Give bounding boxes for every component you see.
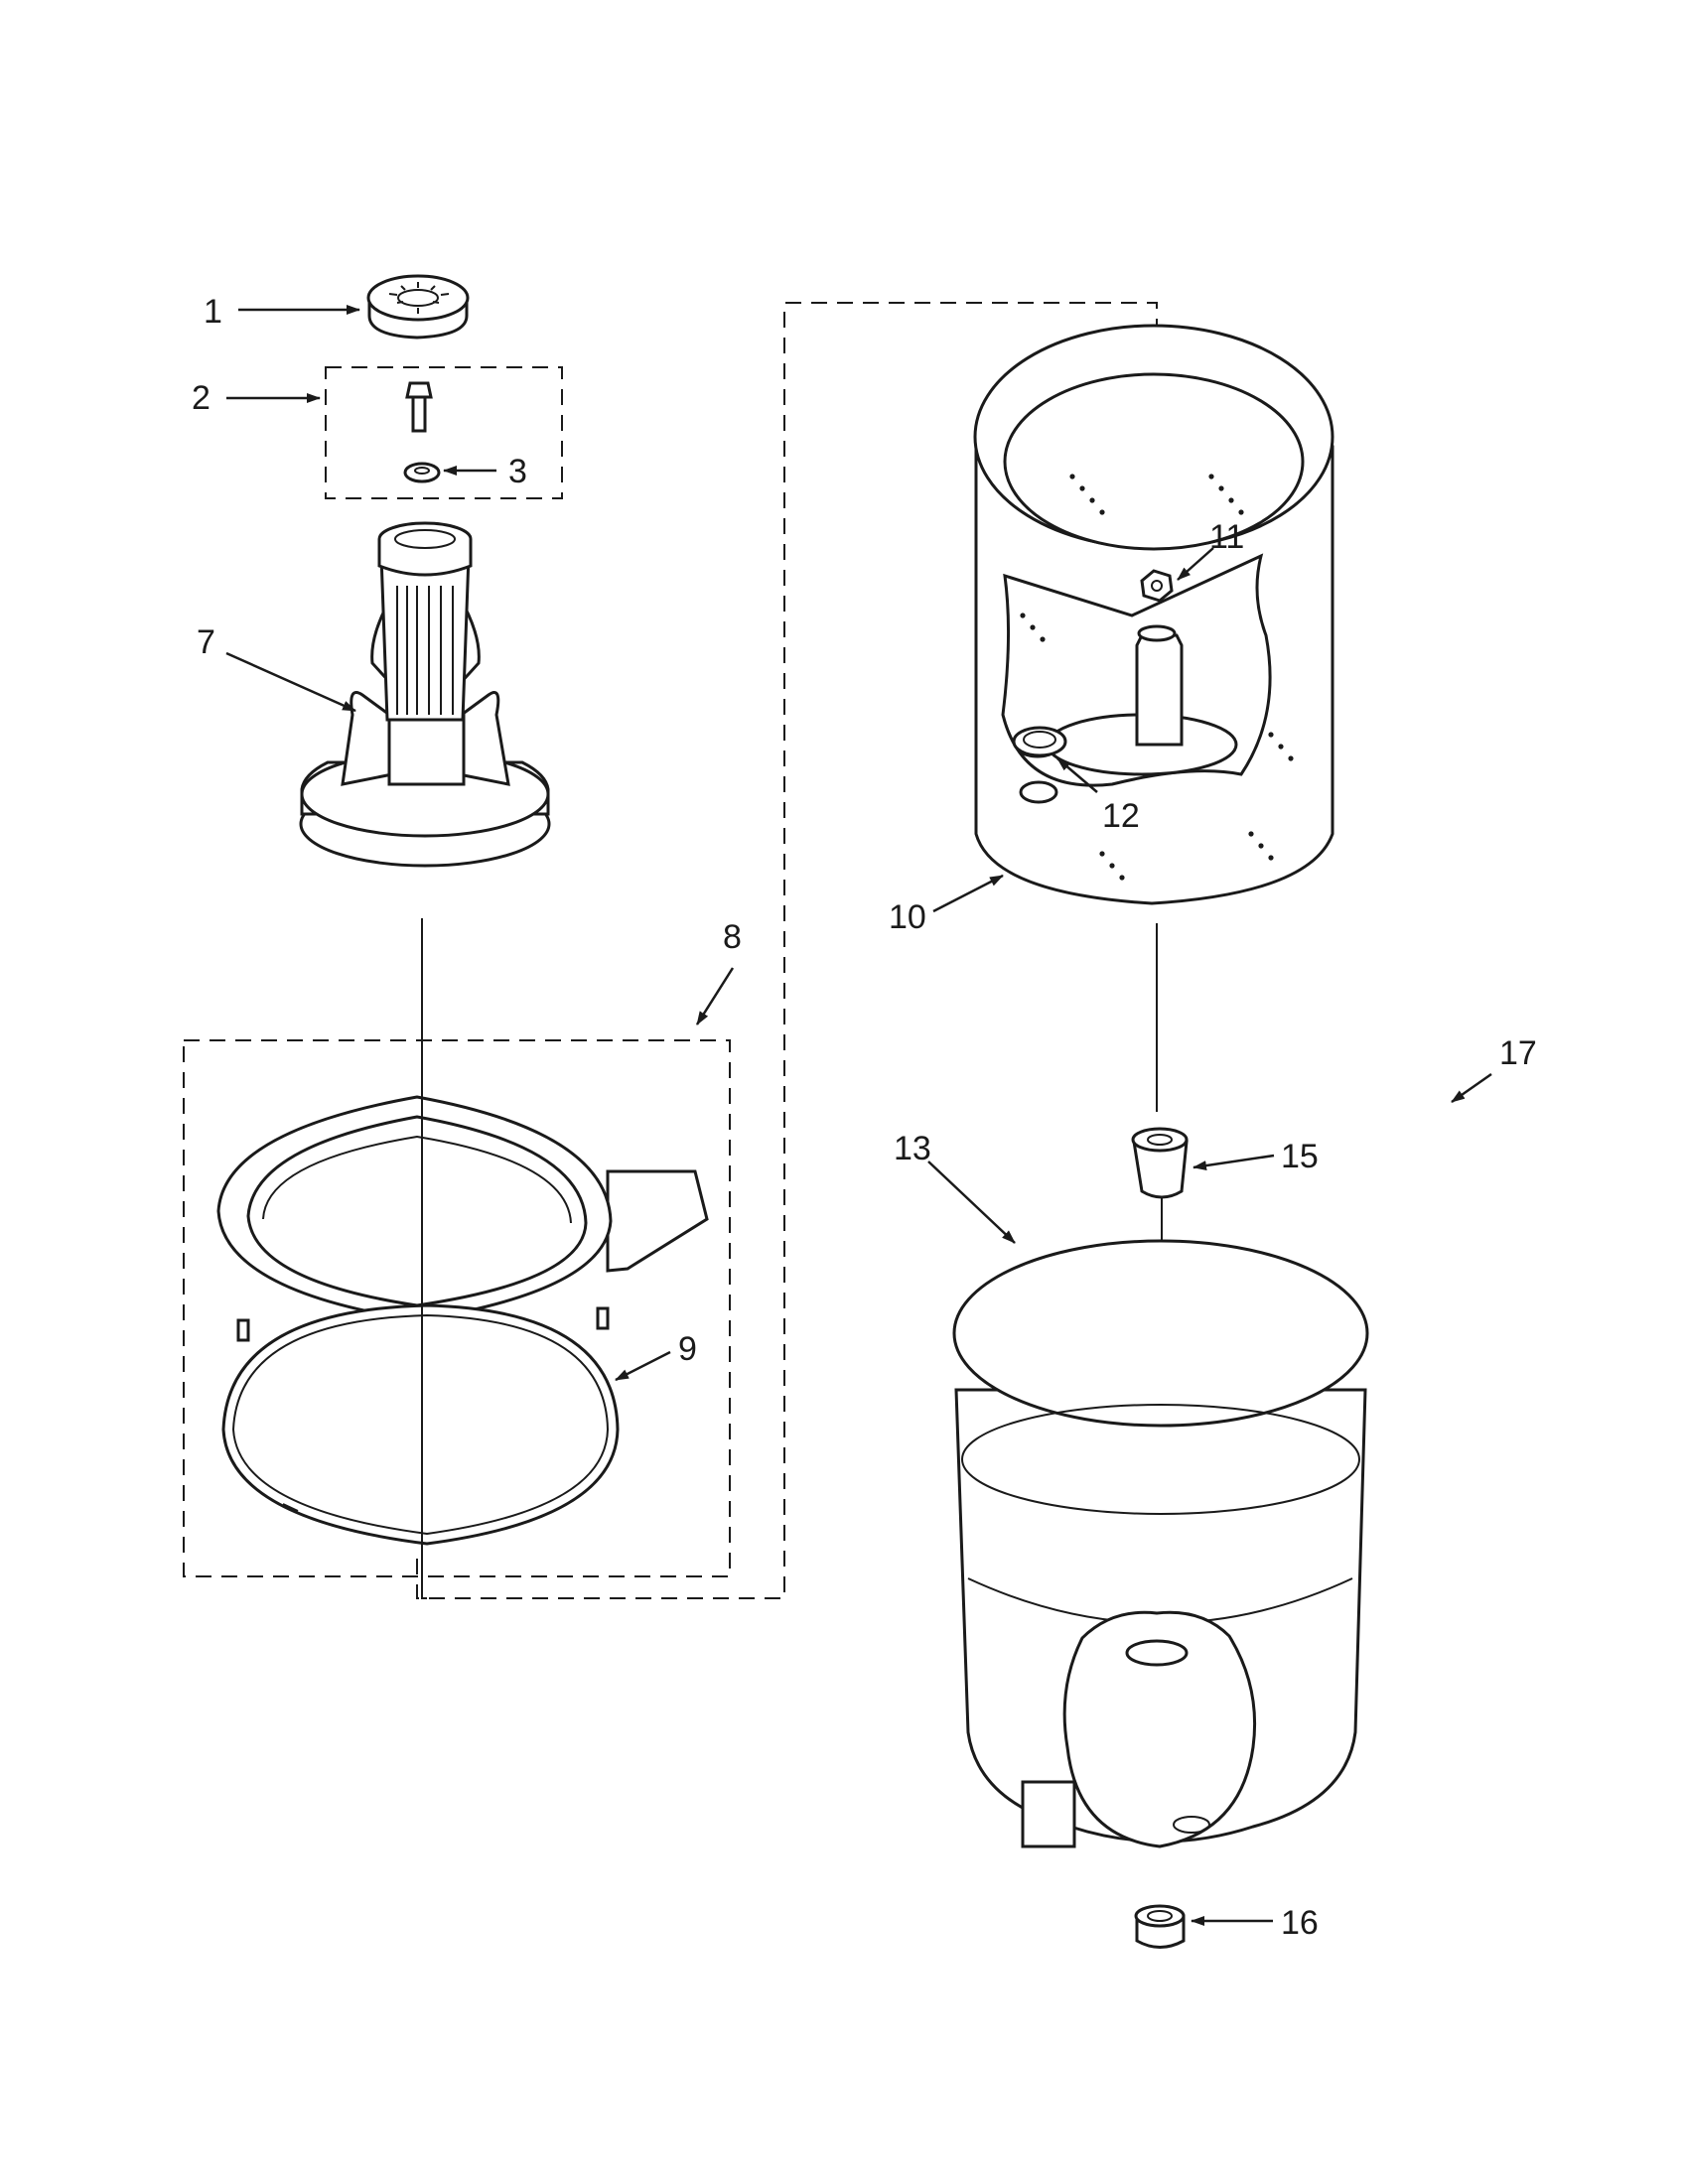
callout-label-1: 1 (204, 293, 222, 331)
part-12-seal (1012, 726, 1067, 757)
part-13-outer-tub (952, 1239, 1369, 1848)
part-11-nut (1140, 569, 1174, 603)
callout-label-3: 3 (508, 453, 527, 490)
callout-label-13: 13 (894, 1130, 931, 1167)
callout-arrow-7 (225, 651, 356, 713)
callout-label-9: 9 (678, 1330, 697, 1368)
callout-arrow-8 (695, 967, 735, 1025)
part-7-agitator (299, 521, 551, 868)
part-3-washer (403, 462, 441, 483)
part-8-kit-box (183, 1039, 731, 1577)
callout-label-12: 12 (1102, 797, 1140, 835)
part-2-bolt (405, 381, 433, 433)
guide-line-agitator (421, 918, 427, 1599)
callout-label-11: 11 (1209, 518, 1244, 556)
part-8-tub-ring (216, 1095, 709, 1394)
callout-label-8: 8 (723, 918, 742, 956)
part-9-snap-ring (221, 1303, 620, 1546)
callout-label-16: 16 (1281, 1904, 1319, 1942)
callout-label-7: 7 (197, 623, 215, 661)
callout-arrow-17 (1451, 1072, 1492, 1104)
callout-label-15: 15 (1281, 1138, 1319, 1175)
part-2-kit-box (325, 366, 563, 499)
part-10-spin-basket (973, 324, 1334, 905)
callout-arrow-12 (1056, 757, 1098, 793)
part-16-tub-plug (1134, 1904, 1186, 1949)
callout-label-10: 10 (889, 898, 926, 936)
part-17-hose (1400, 923, 1447, 1263)
callout-arrow-15 (1193, 1154, 1275, 1171)
callout-arrow-10 (932, 874, 1004, 913)
callout-label-2: 2 (192, 379, 210, 417)
part-1-agitator-cap (366, 274, 470, 340)
part-15-drive-bell (1131, 1127, 1189, 1199)
callout-arrow-9 (615, 1350, 671, 1382)
dashed-connection-line (416, 302, 1158, 1599)
callout-label-17: 17 (1499, 1034, 1537, 1072)
callout-arrow-13 (927, 1160, 1016, 1244)
callout-arrow-11 (1177, 547, 1214, 581)
